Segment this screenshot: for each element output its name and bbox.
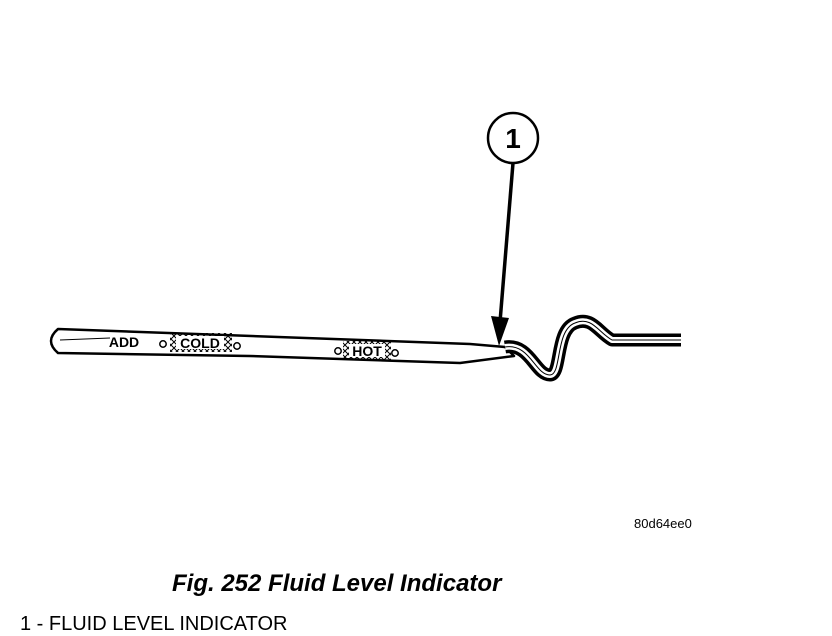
hot-hole-left [334,347,342,355]
cold-label-backing [176,336,224,349]
figure-caption: Fig. 252 Fluid Level Indicator [172,570,502,597]
hot-label-backing [349,344,385,357]
cold-hole-left [159,340,167,348]
callout-number: 1 [505,123,521,154]
dipstick-tip-edge [59,337,111,341]
hot-hole-right [391,349,399,357]
dipstick-handle [503,314,683,382]
cold-hole-right [233,342,241,350]
hot-label: HOT [352,343,382,359]
cold-label: COLD [180,335,220,351]
callout-leader-line [498,162,515,323]
cold-zone: COLD [159,333,241,352]
handle-center-line [504,320,682,376]
handle-outer [503,314,682,382]
figure-code: 80d64ee0 [634,516,692,531]
callout-1: 1 [486,111,540,346]
callout-circle [486,111,540,165]
hot-zone: HOT [334,341,399,360]
legend-item-1: 1 - FLUID LEVEL INDICATOR [20,613,288,635]
callout-arrowhead [491,316,509,346]
dipstick: COLD HOT ADD [49,327,516,365]
add-label: ADD [109,334,139,350]
